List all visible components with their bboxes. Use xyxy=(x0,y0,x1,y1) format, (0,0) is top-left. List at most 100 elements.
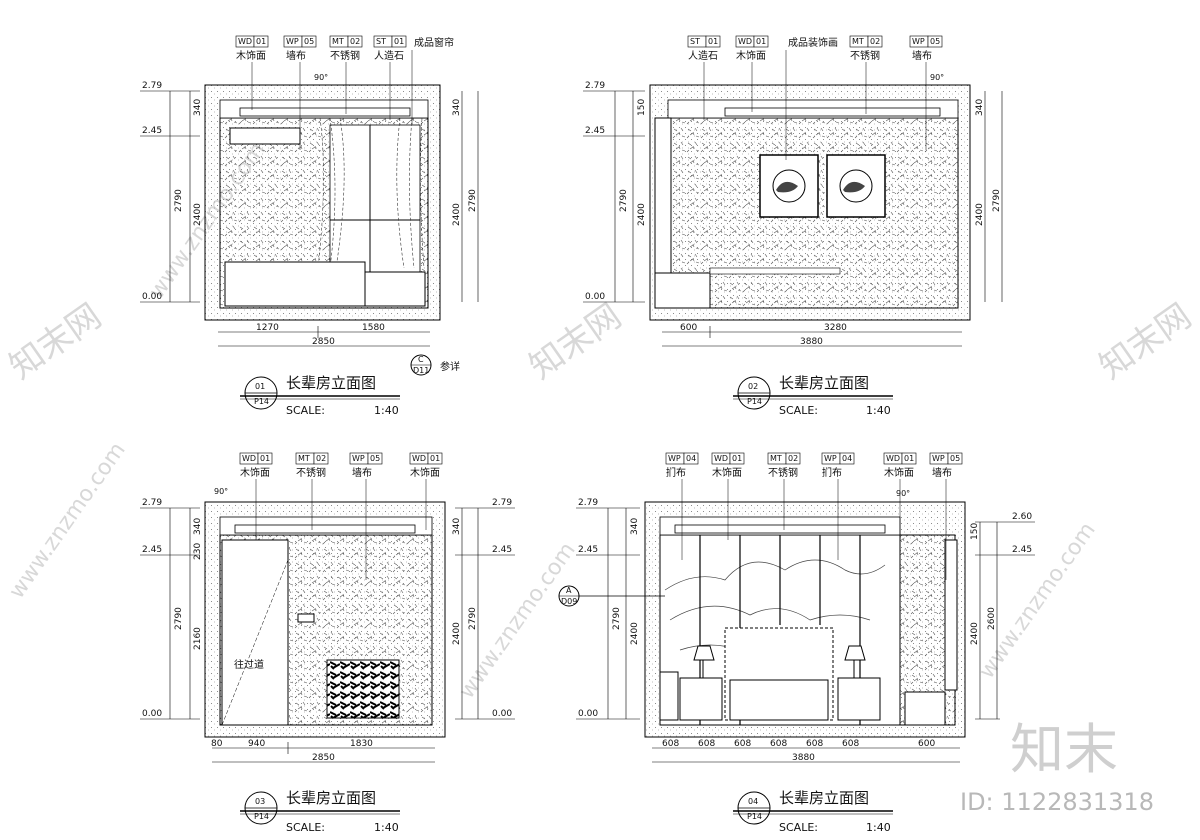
svg-text:1:40: 1:40 xyxy=(866,821,891,834)
svg-text:2600: 2600 xyxy=(987,607,997,630)
svg-text:不锈钢: 不锈钢 xyxy=(768,466,798,479)
view-sheet: P14 xyxy=(254,397,269,406)
dim-2400: 2400 xyxy=(452,203,462,226)
dims-bottom: 80 940 1830 2850 xyxy=(211,739,435,763)
svg-text:0.00: 0.00 xyxy=(492,709,512,719)
svg-text:3280: 3280 xyxy=(824,323,847,333)
svg-text:2.60: 2.60 xyxy=(1012,512,1032,522)
svg-text:墙布: 墙布 xyxy=(352,466,372,479)
svg-text:340: 340 xyxy=(193,518,203,535)
level-markers-left: 2.79 2.45 0.00 2790 2400 150 xyxy=(583,81,647,303)
svg-text:2.79: 2.79 xyxy=(142,498,162,508)
svg-text:01: 01 xyxy=(256,37,266,46)
svg-text:0.00: 0.00 xyxy=(585,292,605,302)
nightstand-right xyxy=(837,677,881,721)
svg-text:2400: 2400 xyxy=(975,203,985,226)
svg-text:340: 340 xyxy=(975,99,985,116)
level-markers-left: 2.79 2.45 0.00 2790 2400 340 xyxy=(576,498,640,720)
svg-text:02: 02 xyxy=(870,37,880,46)
watermark-id: ID: 1122831318 xyxy=(960,788,1154,816)
lamp-left xyxy=(693,645,715,678)
svg-text:不锈钢: 不锈钢 xyxy=(296,466,326,479)
svg-text:2850: 2850 xyxy=(312,753,335,763)
bed xyxy=(224,261,366,307)
svg-text:D09: D09 xyxy=(561,597,577,606)
tag-mt02: MT 02 不锈钢 xyxy=(329,35,363,114)
svg-text:WD: WD xyxy=(412,454,426,463)
view-title-01: 01 P14 长辈房立面图 SCALE: 1:40 xyxy=(240,374,400,417)
svg-text:04: 04 xyxy=(842,454,852,463)
dim-width: 1580 xyxy=(362,323,385,333)
door-note: 往过道 xyxy=(234,658,264,671)
level-markers-left: 2.79 2.45 0.00 2790 2160 340 230 xyxy=(140,498,203,720)
window-side xyxy=(944,539,958,691)
svg-text:WP: WP xyxy=(912,37,925,46)
section-callout: C D11 参详 xyxy=(410,354,460,376)
svg-text:2.45: 2.45 xyxy=(1012,545,1032,555)
svg-text:2.45: 2.45 xyxy=(492,545,512,555)
svg-text:木饰面: 木饰面 xyxy=(736,49,766,62)
svg-text:2790: 2790 xyxy=(612,607,622,630)
side-shelf xyxy=(659,671,679,721)
artwork-right xyxy=(826,154,886,218)
callout-note: 参详 xyxy=(440,360,460,373)
dims-bottom: 1270 1580 2850 xyxy=(218,323,430,347)
svg-text:A: A xyxy=(566,586,572,595)
air-conditioner xyxy=(229,127,301,145)
view-title-03: 03 P14 长辈房立面图 SCALE: 1:40 xyxy=(240,789,400,834)
svg-text:2.45: 2.45 xyxy=(585,126,605,136)
callout-sheet: D11 xyxy=(413,366,429,375)
svg-text:01: 01 xyxy=(430,454,440,463)
bed xyxy=(729,679,829,721)
nightstand xyxy=(364,271,426,307)
svg-text:2.45: 2.45 xyxy=(578,545,598,555)
section-callout-a: A D09 xyxy=(558,585,665,607)
svg-text:WP: WP xyxy=(824,454,837,463)
svg-text:WP: WP xyxy=(932,454,945,463)
svg-text:MT: MT xyxy=(332,37,344,46)
svg-text:01: 01 xyxy=(904,454,914,463)
svg-text:80: 80 xyxy=(211,739,223,749)
svg-text:木饰面: 木饰面 xyxy=(884,466,914,479)
svg-text:长辈房立面图: 长辈房立面图 xyxy=(779,789,869,807)
svg-text:608: 608 xyxy=(662,739,679,749)
tag-wd01: WD 01 木饰面 xyxy=(735,35,769,112)
svg-text:2790: 2790 xyxy=(468,607,478,630)
svg-text:2.79: 2.79 xyxy=(585,81,605,91)
svg-text:150: 150 xyxy=(970,523,980,540)
svg-text:01: 01 xyxy=(756,37,766,46)
svg-text:608: 608 xyxy=(842,739,859,749)
svg-text:340: 340 xyxy=(630,518,640,535)
dims-bottom: 600 3280 3880 xyxy=(662,323,962,347)
svg-text:01: 01 xyxy=(708,37,718,46)
svg-text:2790: 2790 xyxy=(992,189,1002,212)
ceiling-cove xyxy=(239,107,411,117)
svg-text:3880: 3880 xyxy=(792,753,815,763)
ceiling-cove xyxy=(234,524,416,534)
svg-text:WP: WP xyxy=(286,37,299,46)
svg-text:不锈钢: 不锈钢 xyxy=(850,49,880,62)
svg-text:MT: MT xyxy=(852,37,864,46)
tag-mt02: MT 02 不锈钢 xyxy=(849,35,883,114)
svg-text:2160: 2160 xyxy=(193,627,203,650)
svg-text:940: 940 xyxy=(248,739,265,749)
material-tags: WD 01 木饰面 WP 05 墙布 MT 02 不锈钢 xyxy=(235,35,454,150)
view-title-04: 04 P14 长辈房立面图 SCALE: 1:40 xyxy=(733,789,893,834)
side-cabinet xyxy=(654,272,711,309)
svg-text:3880: 3880 xyxy=(800,337,823,347)
svg-text:WD: WD xyxy=(738,37,752,46)
svg-text:成品装饰画: 成品装饰画 xyxy=(788,36,838,49)
view-number: 01 xyxy=(255,382,265,391)
watermark-url: www.znzmo.com xyxy=(4,438,130,603)
svg-text:扪布: 扪布 xyxy=(822,466,842,479)
svg-text:2790: 2790 xyxy=(174,607,184,630)
svg-text:2790: 2790 xyxy=(619,189,629,212)
